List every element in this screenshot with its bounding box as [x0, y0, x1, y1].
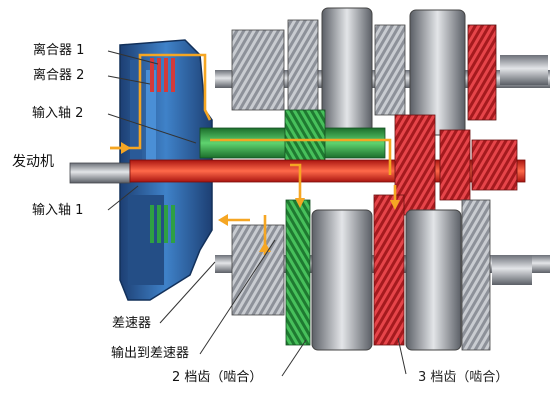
upper-countershaft [215, 7, 550, 136]
label-input-shaft-1: 输入轴 1 [32, 203, 84, 218]
lower-countershaft [215, 194, 550, 351]
label-clutch-2: 离合器 2 [33, 68, 85, 83]
clutch-1-pack [150, 58, 175, 92]
engine-input-stub [69, 162, 131, 184]
label-engine: 发动机 [12, 154, 54, 170]
clutch-2-pack [150, 205, 175, 243]
leader-lines [107, 50, 407, 377]
label-gear-2: 2 档齿（啮合） [172, 370, 263, 385]
power-flow-lines [110, 53, 397, 255]
label-clutch-1: 离合器 1 [33, 43, 85, 58]
label-output-to-differential: 输出到差速器 [111, 346, 190, 361]
label-gear-3: 3 档齿（啮合） [418, 370, 509, 385]
label-input-shaft-2: 输入轴 2 [32, 106, 84, 121]
power-flow-arrows [121, 142, 400, 252]
label-differential: 差速器 [112, 316, 152, 331]
